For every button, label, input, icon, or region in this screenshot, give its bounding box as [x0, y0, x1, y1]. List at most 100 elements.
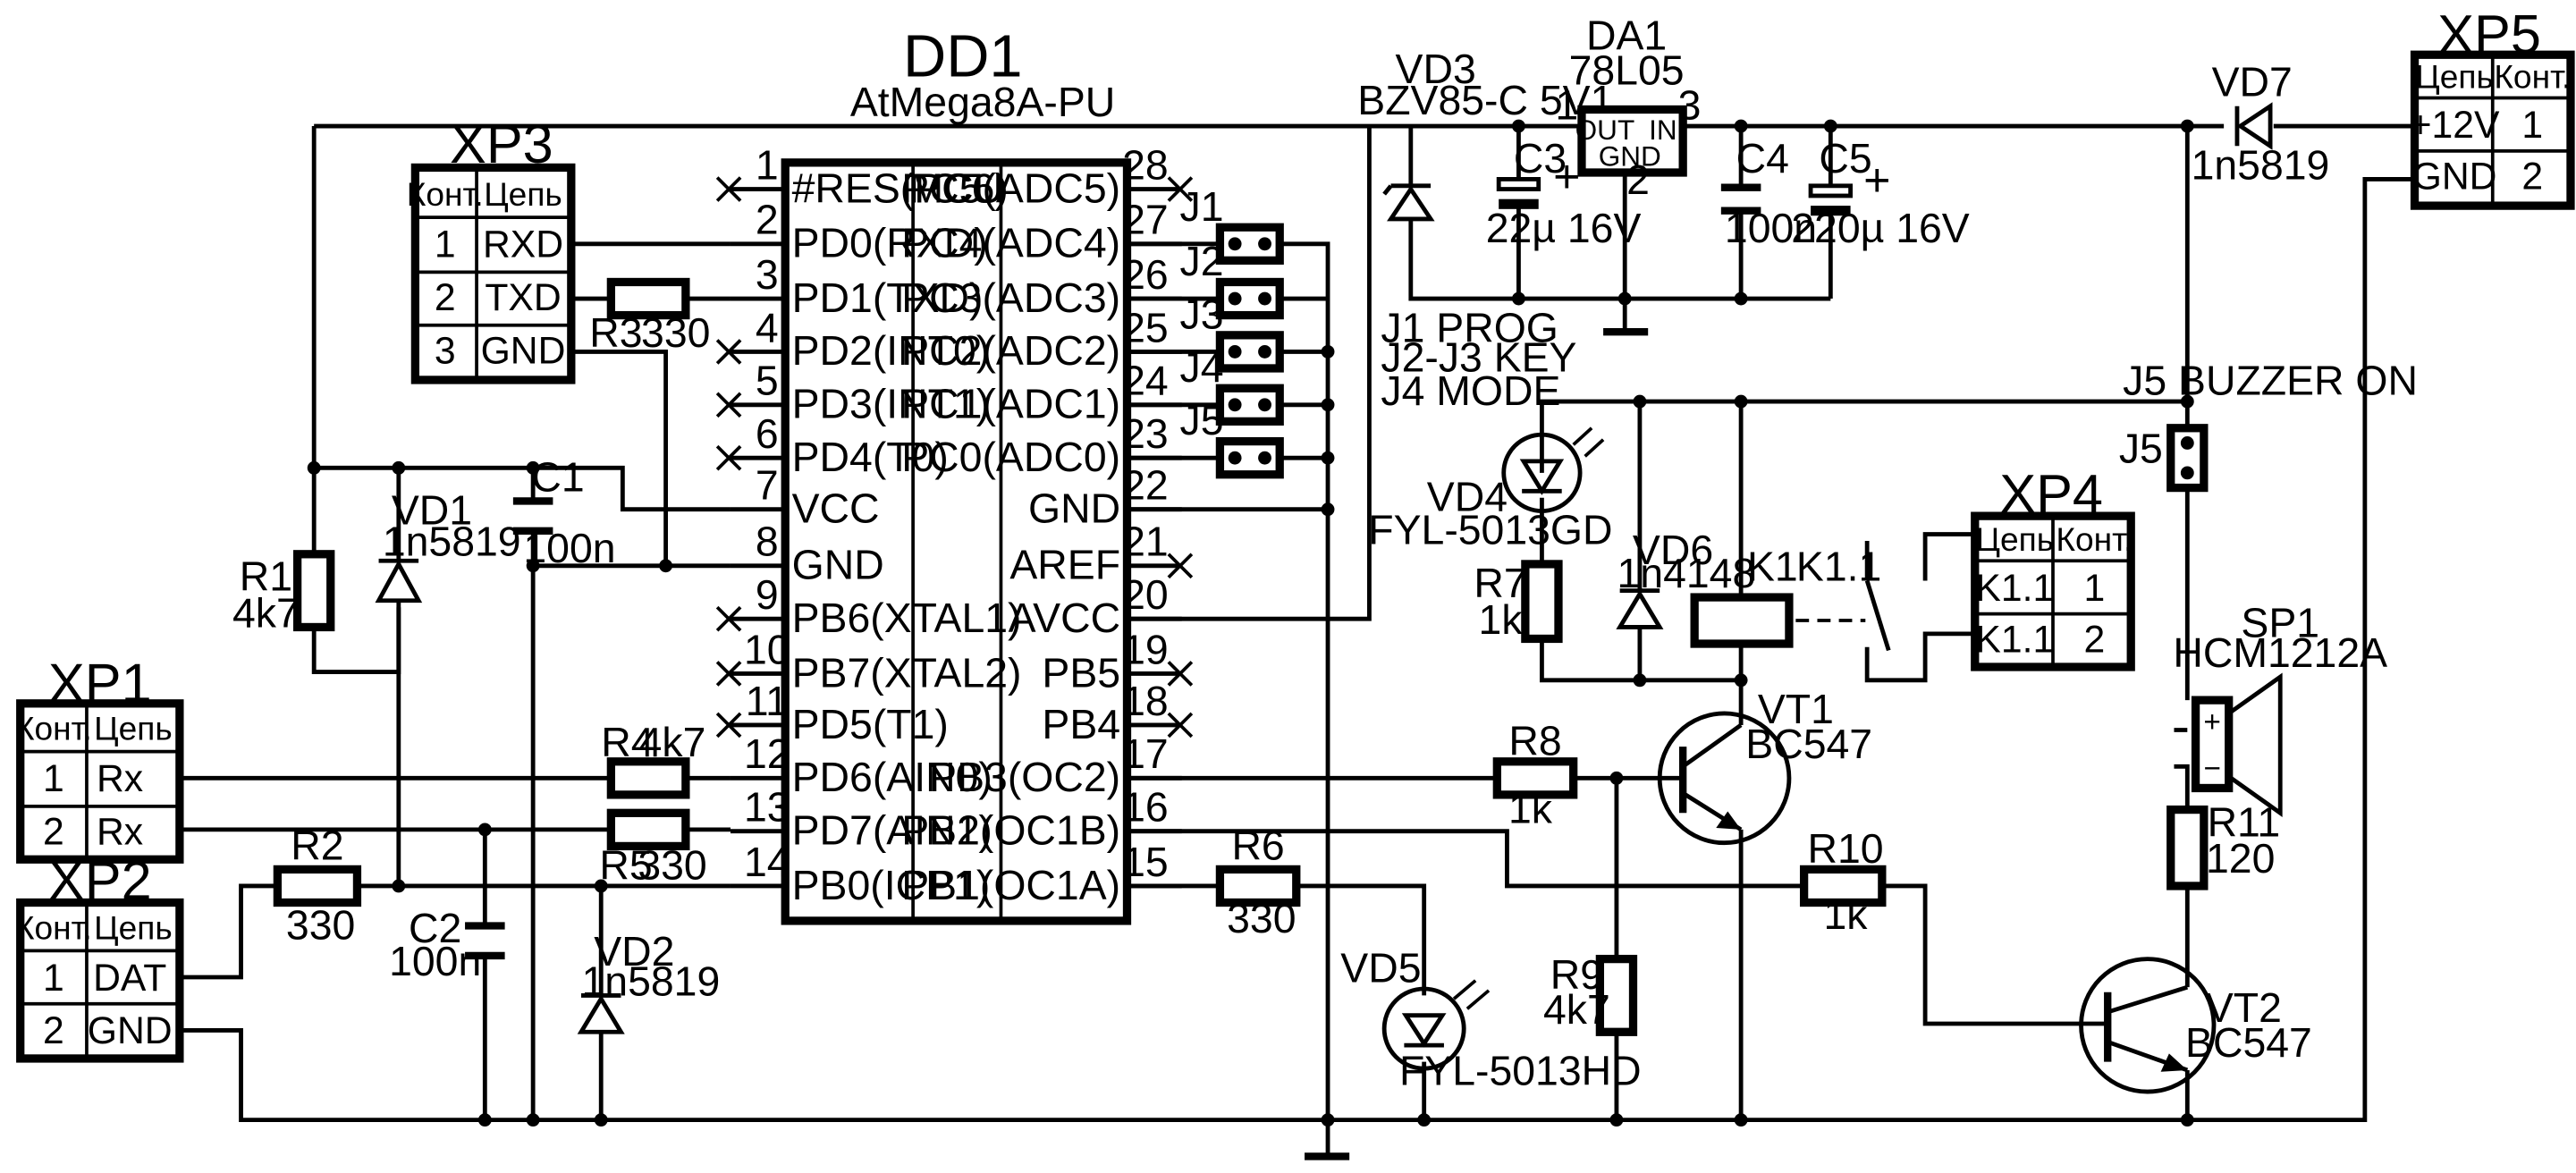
connector-xp5: XP5 Цепь Конт. +12V 1 GND 2	[2410, 4, 2575, 210]
pin-name: PD0(RXD)	[792, 220, 988, 266]
resistor-r1: R1 4k7	[232, 550, 335, 636]
dd1-center-label: MCU	[909, 165, 1004, 211]
r4-value: 4k7	[639, 719, 706, 765]
pin-number: 15	[1122, 839, 1169, 885]
da1-ref: DA1	[1586, 13, 1667, 59]
jumper-ref: J3	[1180, 291, 1224, 337]
xp3-col2: Цепь	[484, 175, 562, 213]
pin-name: PC1(ADC1)	[901, 381, 1120, 427]
pin-number: 13	[744, 784, 790, 831]
pin-number: 28	[1122, 141, 1169, 188]
no-connect-mark	[715, 176, 742, 202]
resistor-r9: R9 4k7	[1543, 951, 1638, 1036]
r5-ref: R5	[599, 842, 652, 889]
led-vd4: VD4 FYL-5013GD	[1368, 426, 1613, 553]
junctions	[307, 119, 2194, 1127]
da1-value: 78L05	[1569, 47, 1685, 94]
xp5-row2-num: 2	[2521, 156, 2543, 198]
r10-ref: R10	[1807, 825, 1883, 872]
da1-in: IN	[1649, 114, 1677, 146]
vd4-ref: VD4	[1427, 474, 1508, 520]
xp5-row1-num: 1	[2521, 104, 2543, 147]
pin-name: PC4(ADC4)	[901, 220, 1120, 266]
pin-number: 5	[756, 358, 779, 404]
xp2-row1-net: DAT	[93, 957, 166, 1000]
jumper-j5: J5 J5 BUZZER ON	[2119, 358, 2418, 493]
vd6-ref: VD6	[1633, 527, 1713, 573]
jumper-ref: J4	[1180, 344, 1224, 391]
xp3-row3-num: 3	[435, 329, 456, 372]
pin-name: PD1(TXD)	[792, 274, 984, 321]
c4-ref: C4	[1736, 135, 1789, 181]
resistor-r10: R10 1k	[1799, 825, 1887, 938]
jumper-pin	[1258, 398, 1271, 412]
pin-name: PC2(ADC2)	[901, 327, 1120, 374]
no-connect-mark	[1167, 712, 1194, 738]
r2-value: 330	[286, 901, 355, 948]
vd5-value: FYL-5013HD	[1399, 1048, 1642, 1094]
r7-ref: R7	[1474, 560, 1526, 606]
pin-name: PB6(XTAL1)	[792, 595, 1022, 641]
jumper-pin	[1228, 398, 1242, 412]
xp4-col2: Конт.	[2056, 520, 2133, 558]
pin-number: 22	[1122, 462, 1169, 509]
pin-number: 4	[756, 304, 779, 350]
vd7-ref: VD7	[2212, 59, 2293, 105]
pin-number: 16	[1122, 784, 1169, 831]
diode-vd6: VD6 1n4148	[1616, 527, 1755, 629]
note-j4: J4 MODE	[1381, 367, 1560, 414]
capacitor-c4: C4 100n	[1720, 135, 1817, 251]
vt1-ref: VT1	[1758, 686, 1834, 732]
r8-value: 1k	[1508, 785, 1553, 831]
xp4-row2-num: 2	[2084, 618, 2106, 661]
resistor-r7: R7 1k	[1474, 560, 1563, 644]
r8-ref: R8	[1508, 717, 1561, 764]
pin-number: 3	[756, 251, 779, 298]
xp2-row2-num: 2	[43, 1009, 64, 1052]
jumper-pin	[1258, 344, 1271, 359]
pin-number: 7	[756, 462, 779, 509]
xp2-col2: Цепь	[94, 908, 173, 946]
pin-name: PB5	[1042, 649, 1120, 696]
dd1-right-pins: 28PC5(ADC5)27PC4(ADC4)26PC3(ADC3)25PC2(A…	[901, 141, 1194, 908]
buzzer-sp1: + − SP1 HCM1212A	[2173, 600, 2387, 817]
relay-k1: K1 K1.1	[1690, 544, 1891, 652]
xp2-col1: Конт.	[15, 908, 92, 946]
diode-vd7: VD7 1n5819	[2192, 59, 2330, 189]
r9-ref: R9	[1550, 951, 1603, 998]
vd3-value: BZV85-C 5V1	[1357, 77, 1613, 123]
ground-symbols	[1305, 327, 1649, 1160]
sp1-minus: −	[2203, 752, 2221, 785]
pin-number: 25	[1122, 304, 1169, 350]
vd4-value: FYL-5013GD	[1368, 507, 1612, 553]
r11-value: 120	[2206, 835, 2275, 882]
pin-name: PB2(OC1B)	[901, 807, 1120, 854]
c2-ref: C2	[409, 905, 461, 951]
c3-value: 22µ 16V	[1486, 205, 1642, 251]
r3-value: 330	[641, 309, 710, 356]
xp4-row2-net: K1.1	[1975, 618, 2054, 661]
jumper-ref: J5	[1180, 397, 1224, 443]
pin-name: PB7(XTAL2)	[792, 649, 1022, 696]
pin-number: 17	[1122, 730, 1169, 777]
da1-out: OUT	[1575, 114, 1635, 146]
k11-ref: K1.1	[1796, 544, 1881, 590]
pin-number: 18	[1122, 678, 1169, 724]
resistor-r11: R11 120	[2166, 798, 2280, 890]
pin-name: PD5(T1)	[792, 701, 949, 747]
jumper-notes: J1 PROG J2-J3 KEY J4 MODE	[1381, 304, 1576, 414]
pin-name: PD6(AIN0)	[792, 754, 992, 800]
resistor-r4: R4 4k7	[601, 719, 706, 799]
jumper-pin	[1228, 237, 1242, 251]
jumper-pin	[1228, 451, 1242, 465]
xp1-row1-net: Rx	[97, 757, 143, 800]
vd2-ref: VD2	[594, 928, 674, 975]
pin-name: PB4	[1042, 701, 1120, 747]
c4-value: 100n	[1725, 205, 1817, 251]
r1-ref: R1	[240, 553, 292, 600]
zener-vd3: VD3 BZV85-C 5V1	[1357, 46, 1613, 222]
led-vd5: VD5 FYL-5013HD	[1340, 945, 1641, 1094]
